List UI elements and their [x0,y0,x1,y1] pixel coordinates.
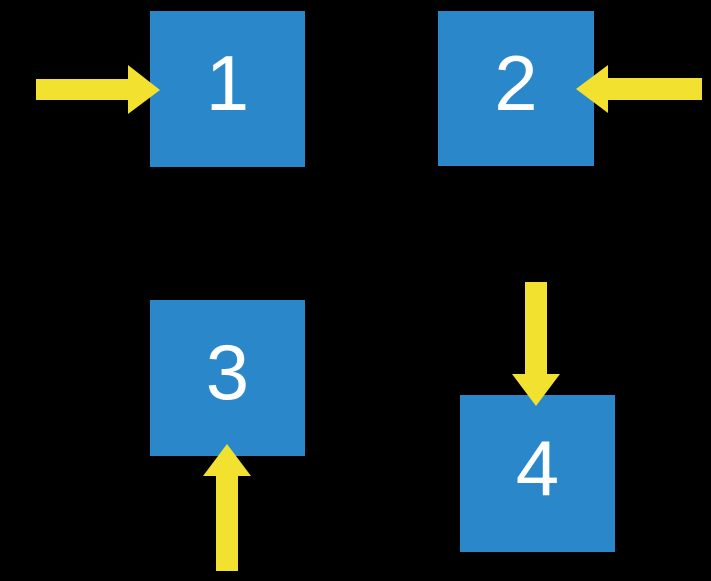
box-3-label: 3 [205,328,250,416]
arrow-right-icon [36,65,160,114]
box-1: 1 [150,11,305,167]
box-1-label: 1 [205,39,250,127]
box-3: 3 [150,300,305,456]
box-2-label: 2 [494,38,538,127]
arrow-down-icon [512,282,560,406]
box-2: 2 [438,11,594,166]
box-4: 4 [460,395,615,552]
box-4-label: 4 [515,423,560,512]
arrow-left-icon [576,65,702,113]
arrow-up-icon [203,444,251,571]
